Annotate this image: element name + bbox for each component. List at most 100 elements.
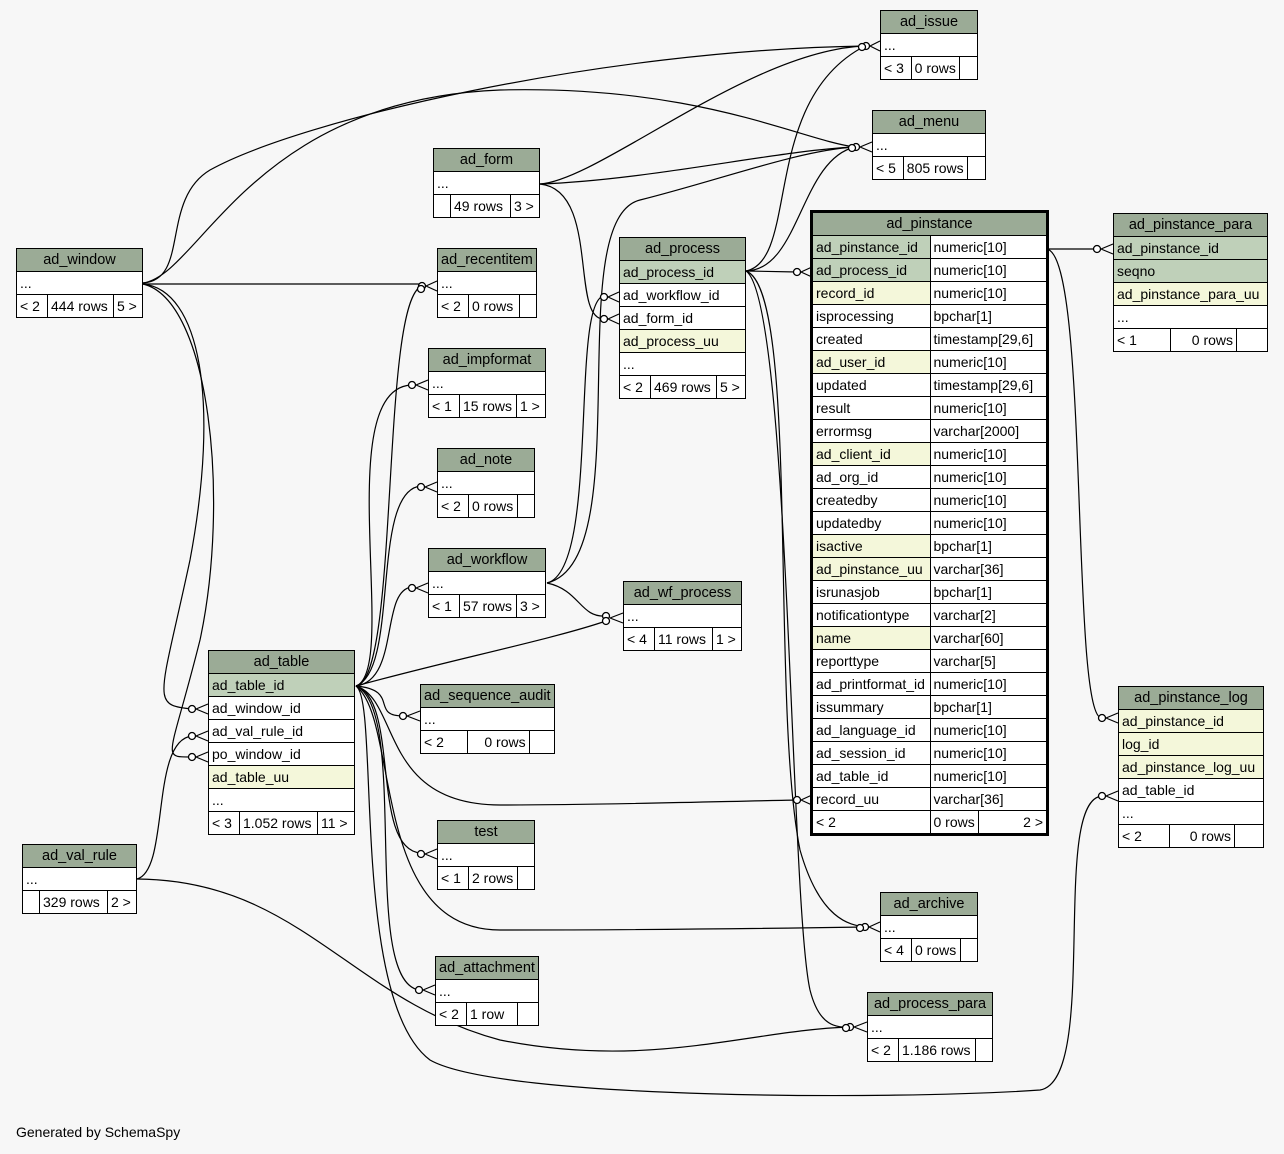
next-link[interactable]: [966, 156, 987, 180]
prev-link[interactable]: < 1: [428, 594, 460, 618]
next-link[interactable]: [517, 866, 535, 890]
edge-end: [187, 752, 197, 762]
prev-link[interactable]: < 2: [437, 494, 469, 518]
table-ad_pinstance_log[interactable]: ad_pinstance_log ad_pinstance_id log_id …: [1118, 686, 1264, 848]
prev-link[interactable]: [22, 890, 40, 914]
column-ad_workflow_id: ad_workflow_id: [619, 283, 746, 307]
next-link[interactable]: 5 >: [716, 375, 746, 399]
prev-link[interactable]: < 2: [16, 294, 48, 318]
prev-link[interactable]: < 2: [1118, 824, 1170, 848]
table-title[interactable]: ad_wf_process: [623, 581, 742, 605]
table-title[interactable]: ad_pinstance_log: [1118, 686, 1264, 710]
table-title[interactable]: ad_val_rule: [22, 844, 137, 868]
column-ad_form_id: ad_form_id: [619, 306, 746, 330]
table-title[interactable]: ad_table: [208, 650, 355, 674]
table-title[interactable]: ad_sequence_audit: [420, 684, 555, 708]
table-title[interactable]: ad_attachment: [435, 956, 539, 980]
table-title[interactable]: ad_pinstance: [812, 212, 1047, 236]
column-name: createdby: [812, 488, 931, 512]
table-title[interactable]: ad_process_para: [867, 992, 993, 1016]
prev-link[interactable]: < 3: [208, 811, 240, 835]
prev-link[interactable]: < 1: [1113, 328, 1171, 352]
prev-link[interactable]: < 4: [880, 938, 912, 962]
table-ad_table[interactable]: ad_table ad_table_id ad_window_id ad_val…: [208, 650, 355, 835]
column-type: bpchar[1]: [929, 695, 1047, 719]
edge-end: [1092, 244, 1102, 254]
next-link[interactable]: [975, 1038, 993, 1062]
row-count: 0 rows: [468, 294, 520, 318]
crow-foot: [859, 141, 873, 153]
prev-link[interactable]: < 2: [619, 375, 651, 399]
crow-foot: [868, 921, 881, 933]
table-title[interactable]: ad_process: [619, 237, 746, 261]
table-title[interactable]: ad_workflow: [428, 548, 546, 572]
table-title[interactable]: ad_pinstance_para: [1113, 213, 1268, 237]
next-link[interactable]: [528, 730, 555, 754]
prev-link[interactable]: < 3: [880, 56, 912, 80]
next-link[interactable]: 2 >: [107, 890, 137, 914]
next-link[interactable]: 3 >: [516, 594, 546, 618]
next-link[interactable]: 3 >: [510, 194, 540, 218]
prev-link[interactable]: < 2: [867, 1038, 899, 1062]
table-title[interactable]: ad_note: [437, 448, 535, 472]
edge-process-archive: [745, 270, 866, 928]
prev-link[interactable]: < 2: [437, 294, 469, 318]
column-name: isprocessing: [812, 304, 931, 328]
prev-link[interactable]: < 1: [437, 866, 469, 890]
next-link[interactable]: 5 >: [113, 294, 143, 318]
prev-link[interactable]: < 2: [435, 1002, 467, 1026]
next-link[interactable]: [958, 56, 979, 80]
column-name: name: [812, 626, 931, 650]
prev-link[interactable]: [433, 194, 451, 218]
next-link[interactable]: 1 >: [516, 394, 546, 418]
prev-link[interactable]: < 2: [812, 810, 931, 834]
table-title[interactable]: ad_impformat: [428, 348, 546, 372]
edge-end: [847, 143, 857, 153]
table-title[interactable]: ad_recentitem: [437, 248, 537, 272]
column-name: isactive: [812, 534, 931, 558]
prev-link[interactable]: < 1: [428, 394, 460, 418]
table-title[interactable]: test: [437, 820, 535, 844]
table-ad_process[interactable]: ad_process ad_process_id ad_workflow_id …: [619, 237, 746, 399]
column-name: ad_org_id: [812, 465, 931, 489]
table-title[interactable]: ad_issue: [880, 10, 978, 34]
prev-link[interactable]: < 2: [420, 730, 468, 754]
next-link[interactable]: [1236, 328, 1268, 352]
column-name: ad_language_id: [812, 718, 931, 742]
next-link[interactable]: 2 >: [977, 810, 1048, 834]
next-link[interactable]: [517, 494, 535, 518]
next-link[interactable]: 1 >: [712, 627, 742, 651]
next-link[interactable]: [518, 294, 537, 318]
column-po_window_id: po_window_id: [208, 742, 355, 766]
table-title[interactable]: ad_archive: [880, 892, 978, 916]
next-link[interactable]: [960, 938, 978, 962]
table-ad_pinstance_para[interactable]: ad_pinstance_para ad_pinstance_id seqno …: [1113, 213, 1268, 352]
table-title[interactable]: ad_window: [16, 248, 143, 272]
table-title[interactable]: ad_form: [433, 148, 540, 172]
prev-link[interactable]: < 4: [623, 627, 655, 651]
next-link[interactable]: [516, 1002, 539, 1026]
prev-link[interactable]: < 5: [872, 156, 904, 180]
next-link[interactable]: [1234, 824, 1264, 848]
next-link[interactable]: 11 >: [317, 811, 355, 835]
table-title[interactable]: ad_menu: [872, 110, 986, 134]
